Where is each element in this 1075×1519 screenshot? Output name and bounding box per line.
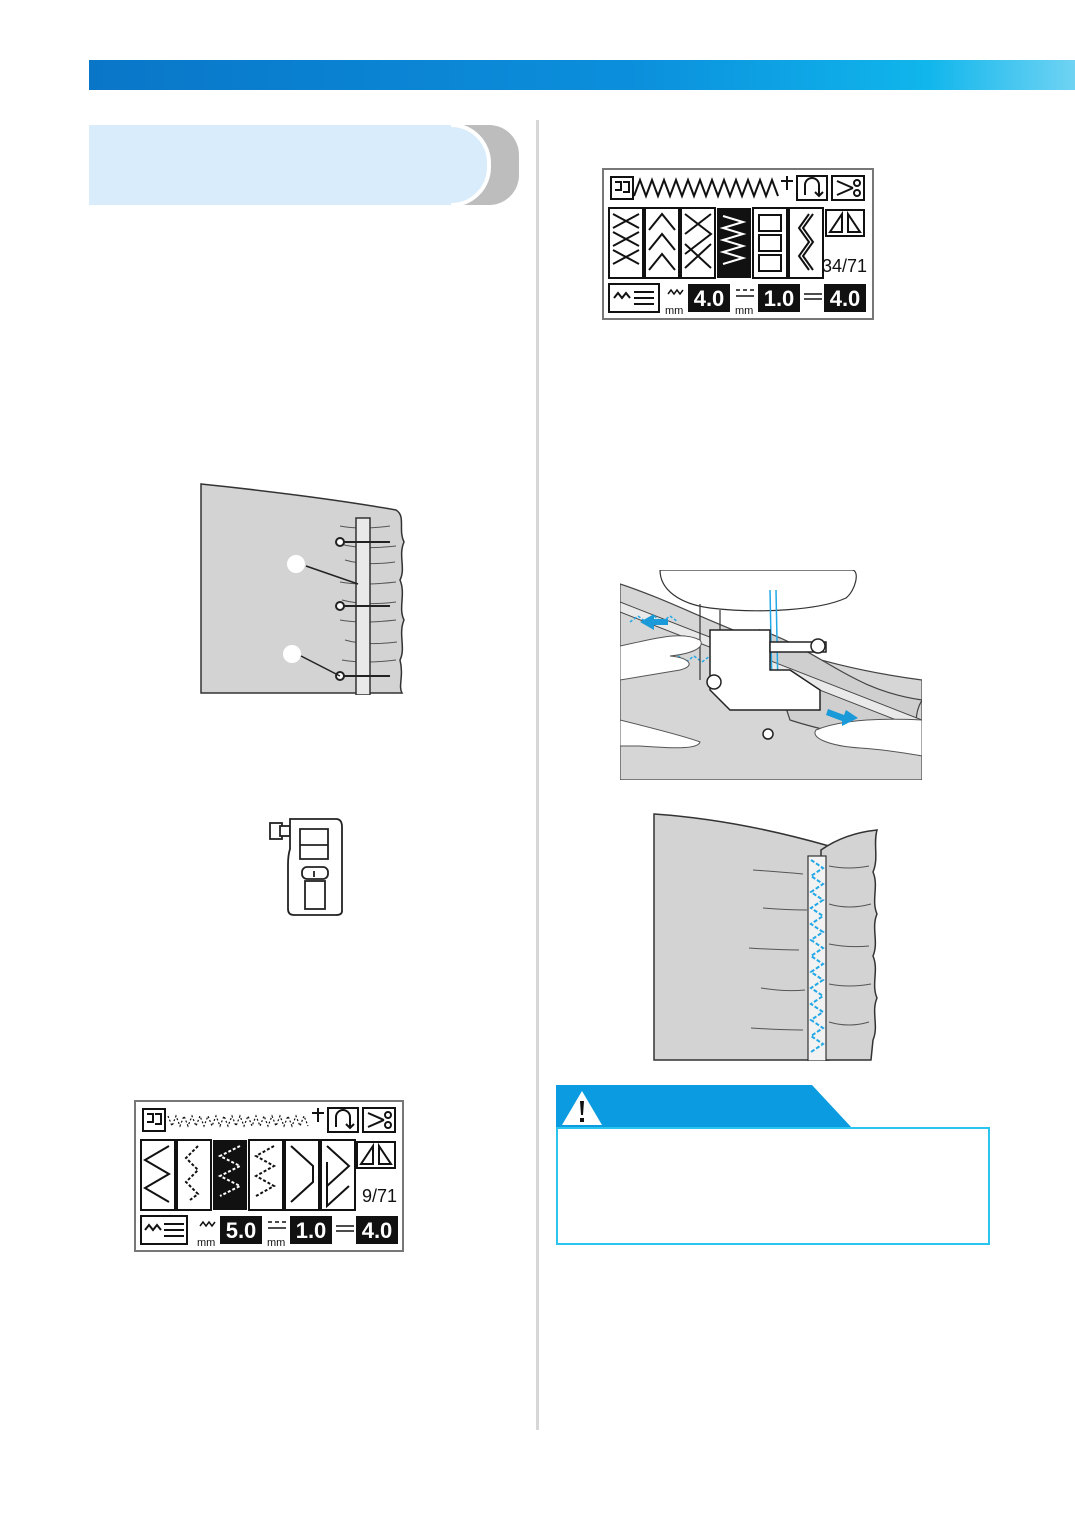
pattern-tile bbox=[680, 207, 716, 279]
section-title-tab bbox=[89, 125, 519, 205]
width-value-box bbox=[688, 284, 730, 312]
length-value: 1.0 bbox=[764, 286, 795, 311]
pattern-tile bbox=[608, 207, 644, 279]
presser-foot-icon bbox=[610, 176, 634, 200]
unit-label: mm bbox=[665, 305, 683, 317]
pattern-tile bbox=[140, 1139, 176, 1211]
stitch-preview-wave bbox=[167, 1114, 309, 1128]
pattern-tile bbox=[248, 1139, 284, 1211]
width-icon bbox=[199, 1220, 216, 1228]
needle-position-icon bbox=[781, 176, 793, 190]
width-value: 5.0 bbox=[226, 1218, 257, 1243]
sewing-machine-illustration bbox=[620, 570, 922, 780]
elastic-band bbox=[807, 855, 827, 1061]
tension-value-box bbox=[356, 1216, 398, 1244]
warning-triangle-icon bbox=[562, 1091, 602, 1125]
pattern-tile bbox=[320, 1139, 356, 1211]
stitch-settings-icon bbox=[140, 1215, 188, 1245]
finished-elastic-illustration bbox=[653, 813, 879, 1061]
stitch-settings-icon bbox=[608, 283, 660, 313]
pattern-counter: 9/71 bbox=[362, 1186, 397, 1206]
pin-icon bbox=[335, 537, 390, 681]
tension-icon bbox=[336, 1225, 354, 1232]
tension-value: 4.0 bbox=[830, 286, 861, 311]
pattern-tile bbox=[752, 207, 788, 279]
pin-icon bbox=[762, 728, 774, 740]
pull-left-arrow-icon bbox=[640, 614, 668, 630]
tension-value-box bbox=[824, 284, 866, 312]
header-bar bbox=[89, 60, 1075, 90]
callout-marker bbox=[283, 645, 301, 663]
stitch-preview-wave bbox=[633, 177, 779, 199]
unit-label: mm bbox=[267, 1237, 285, 1249]
tension-icon bbox=[804, 293, 822, 300]
unit-label: mm bbox=[197, 1237, 215, 1249]
length-value-box bbox=[290, 1216, 332, 1244]
presser-foot-icon bbox=[142, 1108, 166, 1132]
mirror-icon bbox=[356, 1141, 396, 1169]
length-icon bbox=[268, 1221, 286, 1229]
needle-position-icon bbox=[312, 1108, 324, 1122]
caution-box bbox=[556, 1127, 990, 1245]
presser-foot-illustration bbox=[269, 818, 343, 916]
pattern-tile bbox=[644, 207, 680, 279]
pattern-tile bbox=[176, 1139, 212, 1211]
pattern-counter: 34/71 bbox=[822, 256, 867, 276]
scissors-icon bbox=[362, 1107, 396, 1133]
callout-marker bbox=[287, 555, 305, 573]
caution-header bbox=[556, 1085, 852, 1128]
pinned-elastic-illustration bbox=[200, 483, 405, 695]
tension-value: 4.0 bbox=[362, 1218, 393, 1243]
length-icon bbox=[736, 289, 754, 297]
pattern-tile bbox=[788, 207, 824, 279]
reverse-stitch-icon bbox=[796, 175, 828, 201]
scissors-icon bbox=[831, 175, 865, 201]
length-value-box bbox=[758, 284, 800, 312]
mirror-icon bbox=[825, 209, 865, 237]
pull-right-arrow-icon bbox=[826, 709, 858, 726]
width-value: 4.0 bbox=[694, 286, 725, 311]
column-divider bbox=[536, 120, 539, 1430]
lcd-screen-pattern-34: 34/71 mm 4.0 mm 1.0 4.0 bbox=[602, 168, 874, 320]
lcd-screen-pattern-9: 9/71 mm 5.0 mm 1.0 4.0 bbox=[134, 1100, 404, 1252]
pattern-tile bbox=[284, 1139, 320, 1211]
lcd-graphics: 9/71 mm 5.0 mm 1.0 4.0 bbox=[140, 1107, 398, 1249]
zigzag-stitch bbox=[809, 859, 825, 1053]
width-icon bbox=[667, 288, 684, 296]
width-value-box bbox=[220, 1216, 262, 1244]
reverse-stitch-icon bbox=[327, 1107, 359, 1133]
length-value: 1.0 bbox=[296, 1218, 327, 1243]
unit-label: mm bbox=[735, 305, 753, 317]
lcd-graphics: 34/71 mm 4.0 mm 1.0 4.0 bbox=[608, 175, 867, 317]
